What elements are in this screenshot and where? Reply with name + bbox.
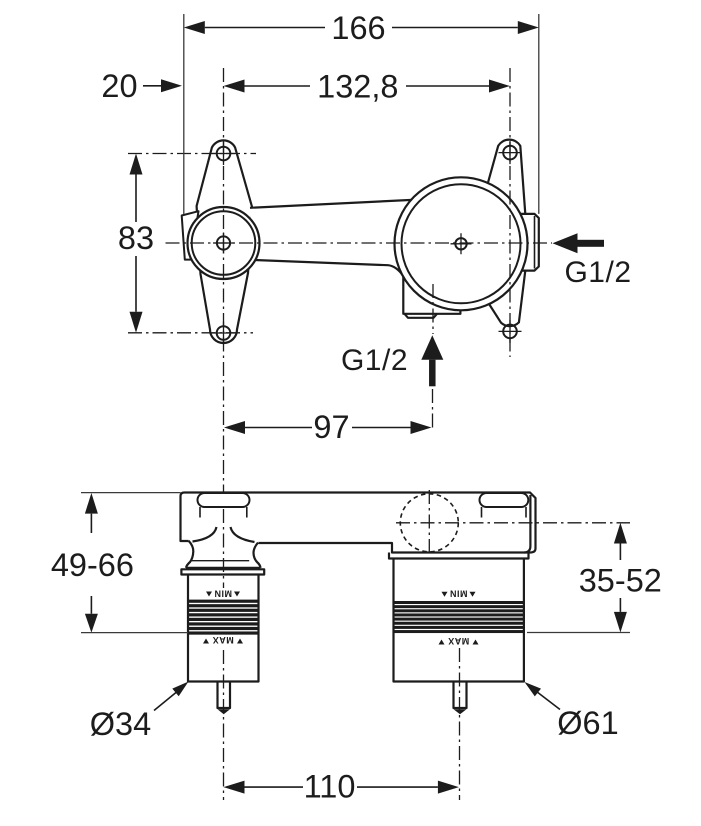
svg-text:110: 110 [304, 769, 356, 805]
svg-text:MAX: MAX [448, 636, 470, 646]
svg-text:132,8: 132,8 [317, 69, 398, 105]
svg-text:G1/2: G1/2 [341, 344, 408, 377]
svg-text:97: 97 [313, 409, 349, 445]
svg-text:83: 83 [118, 220, 154, 256]
svg-text:MIN: MIN [450, 589, 468, 599]
svg-text:166: 166 [331, 10, 385, 46]
svg-text:49-66: 49-66 [51, 547, 134, 583]
svg-text:MAX: MAX [212, 635, 234, 645]
svg-text:Ø61: Ø61 [557, 705, 618, 741]
svg-text:35-52: 35-52 [579, 563, 662, 599]
svg-text:MIN: MIN [214, 588, 232, 598]
svg-text:G1/2: G1/2 [564, 256, 631, 289]
svg-text:Ø34: Ø34 [90, 706, 151, 742]
svg-text:20: 20 [101, 68, 137, 104]
